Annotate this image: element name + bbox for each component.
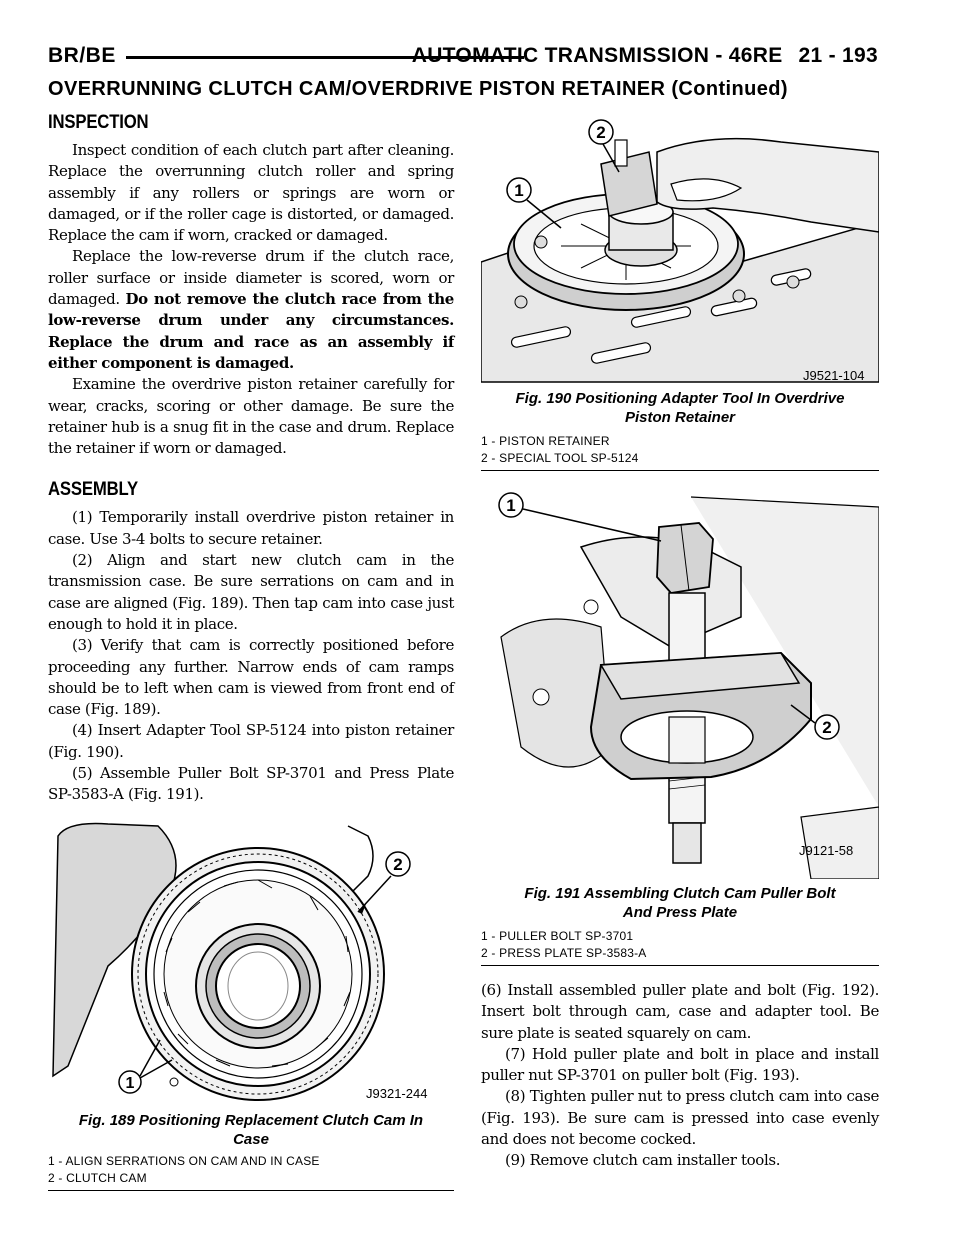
header-rule — [126, 56, 524, 59]
figure-191: 1 2 J9121-58 Fig. 191 Assembling Clutch … — [481, 487, 880, 966]
fig190-callout-1: 1 — [514, 181, 523, 200]
assembly-step-6: (6) Install assembled puller plate and b… — [481, 981, 879, 1042]
fig190-legend-item: 1 - PISTON RETAINER — [481, 434, 610, 448]
fig191-callout-1: 1 — [506, 496, 515, 515]
fig189-legend-item: 1 - ALIGN SERRATIONS ON CAM AND IN CASE — [48, 1153, 320, 1168]
assembly-step-4: (4) Insert Adapter Tool SP-5124 into pis… — [48, 721, 454, 761]
figure-190-rule — [481, 470, 879, 471]
figure-190-legend: 1 - PISTON RETAINER 2 - SPECIAL TOOL SP-… — [481, 433, 879, 467]
fig189-callout-1: 1 — [126, 1075, 135, 1092]
fig189-callout-2: 2 — [393, 855, 402, 874]
page-number: 21 - 193 — [798, 44, 878, 67]
figure-189: 2 1 J9321-244 Fig. 189 Positioning Repla… — [48, 815, 454, 1191]
header-model: BR/BE — [48, 44, 116, 67]
figure-189-legend: 1 - ALIGN SERRATIONS ON CAM AND IN CASE … — [48, 1153, 454, 1187]
fig190-legend-item: 2 - SPECIAL TOOL SP-5124 — [481, 451, 639, 465]
fig191-legend-item: 2 - PRESS PLATE SP-3583-A — [481, 946, 647, 960]
assembly-continued: (6) Install assembled puller plate and b… — [481, 980, 879, 1172]
figure-190-caption: Fig. 190 Positioning Adapter Tool In Ove… — [515, 390, 845, 426]
header-title: AUTOMATIC TRANSMISSION - 46RE 21 - 193 — [412, 44, 878, 68]
figure-189-rule — [48, 1189, 454, 1191]
assembly-heading: ASSEMBLY — [48, 479, 138, 501]
header-section: AUTOMATIC TRANSMISSION - 46RE — [411, 44, 783, 67]
assembly-step-8: (8) Tighten puller nut to press clutch c… — [481, 1087, 879, 1149]
figure-191-rule — [481, 965, 879, 966]
figure-189-illustration: 2 1 J9321-244 — [48, 815, 454, 1106]
assembly-step-7: (7) Hold puller plate and bolt in place … — [481, 1044, 879, 1085]
assembly-step-5: (5) Assemble Puller Bolt SP-3701 and Pre… — [48, 764, 454, 804]
fig191-code: J9121-58 — [799, 843, 853, 858]
assembly-step-3: (3) Verify that cam is correctly positio… — [48, 636, 454, 719]
figure-191-legend: 1 - PULLER BOLT SP-3701 2 - PRESS PLATE … — [481, 928, 879, 962]
figure-190: 2 1 J9521-104 Fig. 190 Positioning Adapt… — [480, 112, 880, 471]
fig191-legend-item: 1 - PULLER BOLT SP-3701 — [481, 929, 634, 943]
fig189-legend-item: 2 - CLUTCH CAM — [48, 1170, 147, 1185]
fig190-callout-2: 2 — [596, 123, 605, 142]
inspection-paragraph-2-text: Replace the low-reverse drum if the clut… — [48, 247, 454, 309]
section-title: OVERRUNNING CLUTCH CAM/OVERDRIVE PISTON … — [48, 78, 788, 100]
assembly-step-9: (9) Remove clutch cam installer tools. — [505, 1151, 781, 1170]
fig189-code: J9321-244 — [366, 1086, 427, 1101]
figure-191-caption: Fig. 191 Assembling Clutch Cam Puller Bo… — [524, 885, 836, 921]
figure-189-caption: Fig. 189 Positioning Replacement Clutch … — [78, 1111, 424, 1148]
figure-190-illustration: 2 1 J9521-104 — [480, 112, 880, 384]
inspection-paragraph-2: Replace the low-reverse drum if the clut… — [48, 246, 454, 374]
page-header: BR/BE AUTOMATIC TRANSMISSION - 46RE 21 - … — [48, 44, 878, 74]
assembly-step-1: (1) Temporarily install overdrive piston… — [48, 508, 454, 548]
inspection-paragraph-1: Inspect condition of each clutch part af… — [48, 141, 454, 245]
figure-191-illustration: 1 2 J9121-58 — [481, 487, 880, 880]
inspection-heading: INSPECTION — [48, 112, 149, 133]
fig190-code: J9521-104 — [803, 368, 864, 383]
right-column: 2 1 J9521-104 Fig. 190 Positioning Adapt… — [480, 112, 880, 1172]
assembly-step-2: (2) Align and start new clutch cam in th… — [48, 551, 454, 633]
inspection-paragraph-3: Examine the overdrive piston retainer ca… — [48, 375, 454, 458]
inspection-warning: Do not remove the clutch race from the l… — [48, 290, 454, 372]
left-column: INSPECTION Inspect condition of each clu… — [48, 112, 454, 1191]
fig191-callout-2: 2 — [822, 718, 831, 737]
